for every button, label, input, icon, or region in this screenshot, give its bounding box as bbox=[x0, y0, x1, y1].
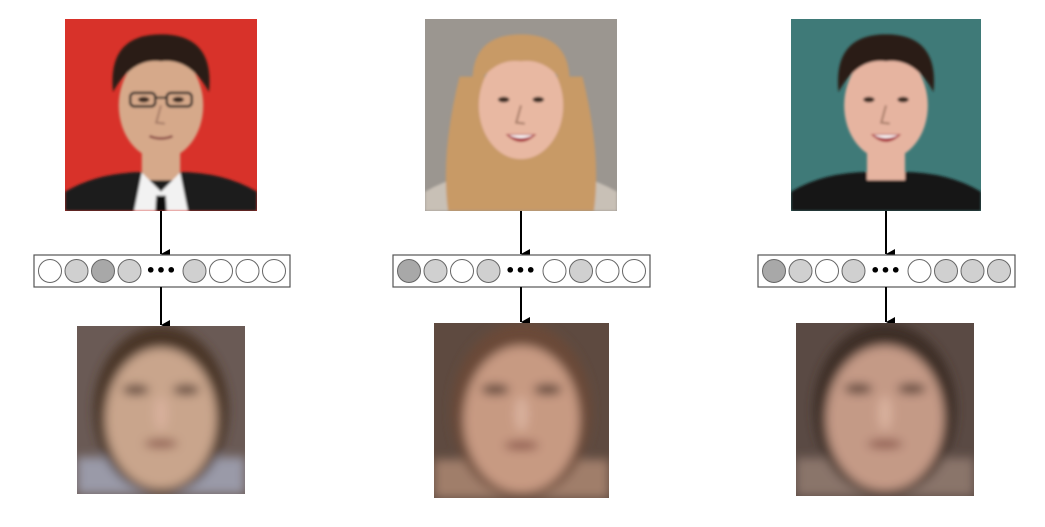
latent-code-2: ••• bbox=[392, 254, 651, 288]
latent-node bbox=[788, 259, 813, 283]
latent-node bbox=[64, 259, 89, 283]
input-face-photo-1 bbox=[65, 19, 257, 211]
latent-node bbox=[476, 259, 501, 283]
latent-node bbox=[117, 259, 142, 283]
latent-node bbox=[595, 259, 620, 283]
latent-node bbox=[91, 259, 115, 283]
column-2: ••• bbox=[392, 19, 651, 498]
latent-node bbox=[450, 259, 474, 283]
latent-node bbox=[423, 259, 448, 283]
latent-node bbox=[960, 259, 985, 283]
ellipsis: ••• bbox=[146, 261, 177, 280]
latent-node bbox=[38, 259, 62, 283]
latent-node bbox=[542, 259, 567, 283]
latent-node bbox=[235, 259, 260, 283]
input-face-photo-2 bbox=[425, 19, 617, 211]
latent-node bbox=[622, 259, 646, 283]
latent-code-1: ••• bbox=[33, 254, 291, 288]
latent-node bbox=[815, 259, 839, 283]
latent-node bbox=[182, 259, 207, 283]
latent-node bbox=[397, 259, 421, 283]
latent-node bbox=[934, 259, 958, 283]
latent-node bbox=[841, 259, 866, 283]
input-face-photo-3 bbox=[791, 19, 981, 211]
ellipsis: ••• bbox=[505, 261, 536, 280]
latent-node bbox=[762, 259, 786, 283]
column-1: ••• bbox=[33, 19, 291, 494]
reconstructed-face-2 bbox=[434, 323, 609, 498]
latent-node bbox=[209, 259, 233, 283]
reconstructed-face-3 bbox=[796, 323, 974, 496]
reconstructed-face-1 bbox=[77, 326, 245, 494]
ellipsis: ••• bbox=[870, 261, 901, 280]
latent-code-3: ••• bbox=[757, 254, 1016, 288]
latent-node bbox=[262, 259, 286, 283]
column-3: ••• bbox=[757, 19, 1016, 496]
latent-node bbox=[987, 259, 1011, 283]
latent-node bbox=[569, 259, 593, 283]
latent-node bbox=[907, 259, 932, 283]
